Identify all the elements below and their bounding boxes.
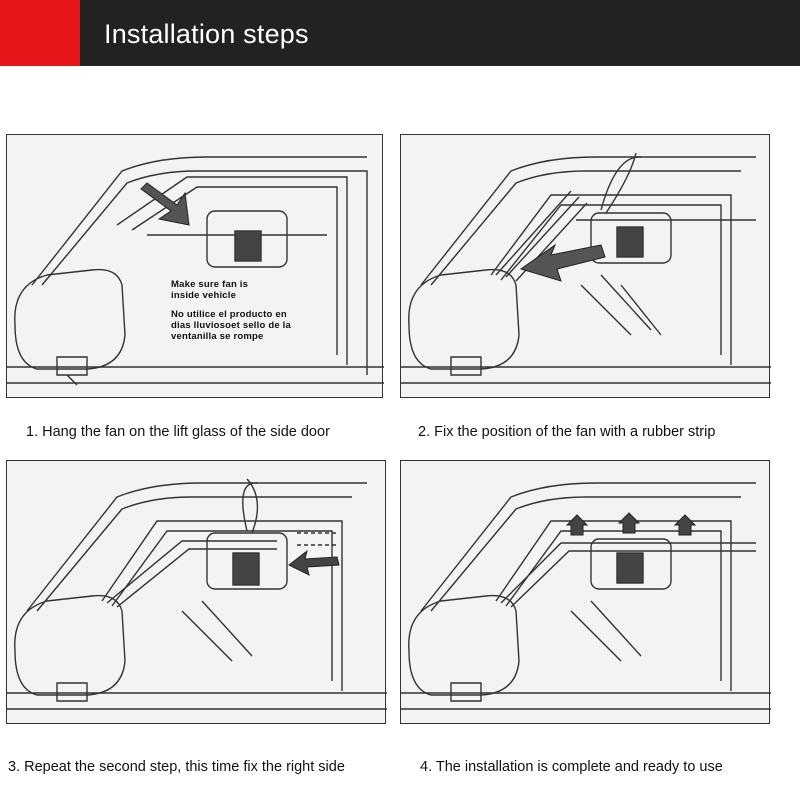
- note-en-line-1: Make sure fan is: [171, 279, 249, 290]
- step-4-caption: 4. The installation is complete and read…: [420, 759, 723, 775]
- step-2-illustration: [400, 134, 771, 398]
- page-title: Installation steps: [104, 19, 309, 49]
- arrow-icon: [288, 549, 340, 576]
- car-door-drawing: [401, 152, 771, 384]
- arrow-icon: [140, 182, 190, 226]
- up-arrow-icon: [673, 514, 697, 536]
- car-door-drawing: [401, 482, 771, 710]
- step-3-caption: 3. Repeat the second step, this time fix…: [8, 759, 345, 775]
- note-es-line-3: ventanilla se rompe: [171, 331, 264, 342]
- step-3-illustration: [6, 460, 387, 724]
- note-en-line-2: inside vehicle: [171, 290, 237, 301]
- step-4-illustration: [400, 460, 771, 724]
- up-arrow-icon: [565, 514, 589, 536]
- note-es-line-2: dias lluviosoet sello de la: [171, 320, 291, 331]
- step-1-illustration: Make sure fan is inside vehicle No utili…: [6, 134, 384, 398]
- car-door-drawing: [7, 478, 387, 710]
- up-arrow-icon: [617, 512, 641, 534]
- car-door-drawing: [7, 156, 384, 386]
- note-es-line-1: No utilice el producto en: [171, 309, 287, 320]
- header-accent-block: [0, 0, 80, 66]
- step-2-caption: 2. Fix the position of the fan with a ru…: [418, 424, 716, 440]
- arrow-icon: [519, 243, 606, 282]
- step-1-caption: 1. Hang the fan on the lift glass of the…: [26, 424, 330, 440]
- header-bar: Installation steps: [0, 0, 800, 66]
